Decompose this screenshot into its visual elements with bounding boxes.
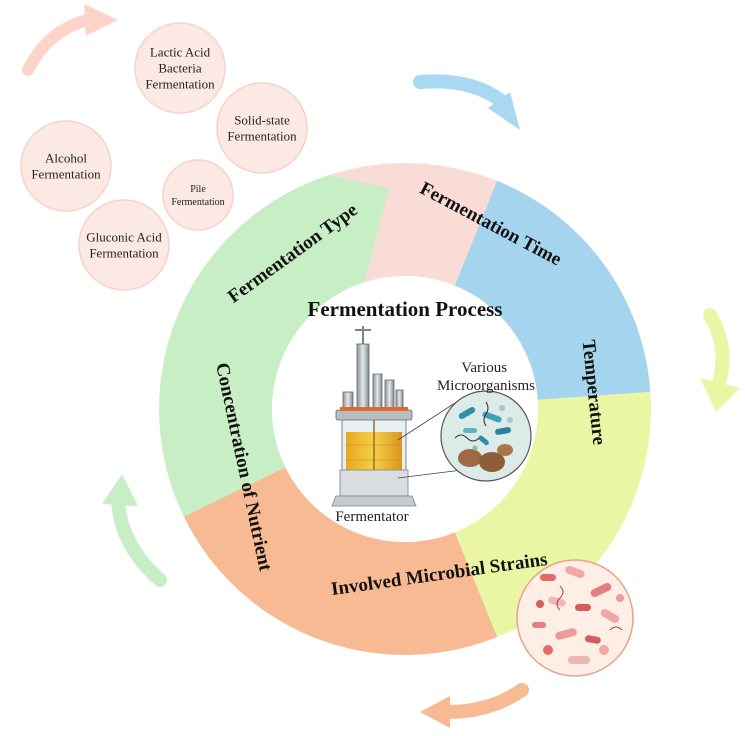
fermentator-label: Fermentator <box>335 509 408 525</box>
microorganisms-label-line-2: Microorganisms <box>437 378 535 394</box>
bubble-label-line: Fermentation <box>227 129 297 144</box>
outer-arrow-top-left <box>22 4 118 76</box>
ring-segment-time <box>454 180 651 448</box>
bubble-label-line: Fermentation <box>171 197 224 208</box>
fermentator-illustration <box>331 326 417 507</box>
bubble-label-line: Alcohol <box>45 151 87 166</box>
bubble-lactic <box>134 22 226 114</box>
microbial-strains-illustration <box>516 559 634 677</box>
bubble-label-line: Fermentation <box>31 167 101 182</box>
microorganisms-label: Various Microorganisms <box>437 360 535 394</box>
zoom-line-top <box>397 400 459 441</box>
bubble-gluconic <box>78 199 170 291</box>
outer-arrow-top-right <box>413 74 520 130</box>
bubble-label-line: Bacteria <box>158 61 202 76</box>
zoom-line-bottom <box>397 469 463 479</box>
bubble-label-line: Fermentation <box>145 77 215 92</box>
bubble-label-line: Gluconic Acid <box>86 230 162 245</box>
bubble-label-line: Solid-state <box>234 113 290 128</box>
ring-segment-temperature <box>435 391 651 638</box>
outer-arrow-right <box>700 308 740 412</box>
bubble-alcohol <box>20 120 112 212</box>
bubble-label-line: Fermentation <box>89 246 159 261</box>
bubble-label-line: Lactic Acid <box>150 45 211 60</box>
bubble-solid <box>216 82 308 174</box>
center-title: Fermentation Process <box>308 297 503 321</box>
bubble-label-line: Pile <box>190 184 206 195</box>
microorganisms-label-line-1: Various <box>461 360 507 376</box>
ring-segment-nutrient <box>159 175 390 517</box>
process-ring <box>159 163 651 655</box>
outer-arrow-bottom <box>420 683 529 728</box>
microorganisms-illustration <box>440 390 532 482</box>
outer-arrow-left <box>102 474 167 587</box>
bubble-pile <box>162 159 234 231</box>
ring-segment-strains <box>183 455 498 655</box>
